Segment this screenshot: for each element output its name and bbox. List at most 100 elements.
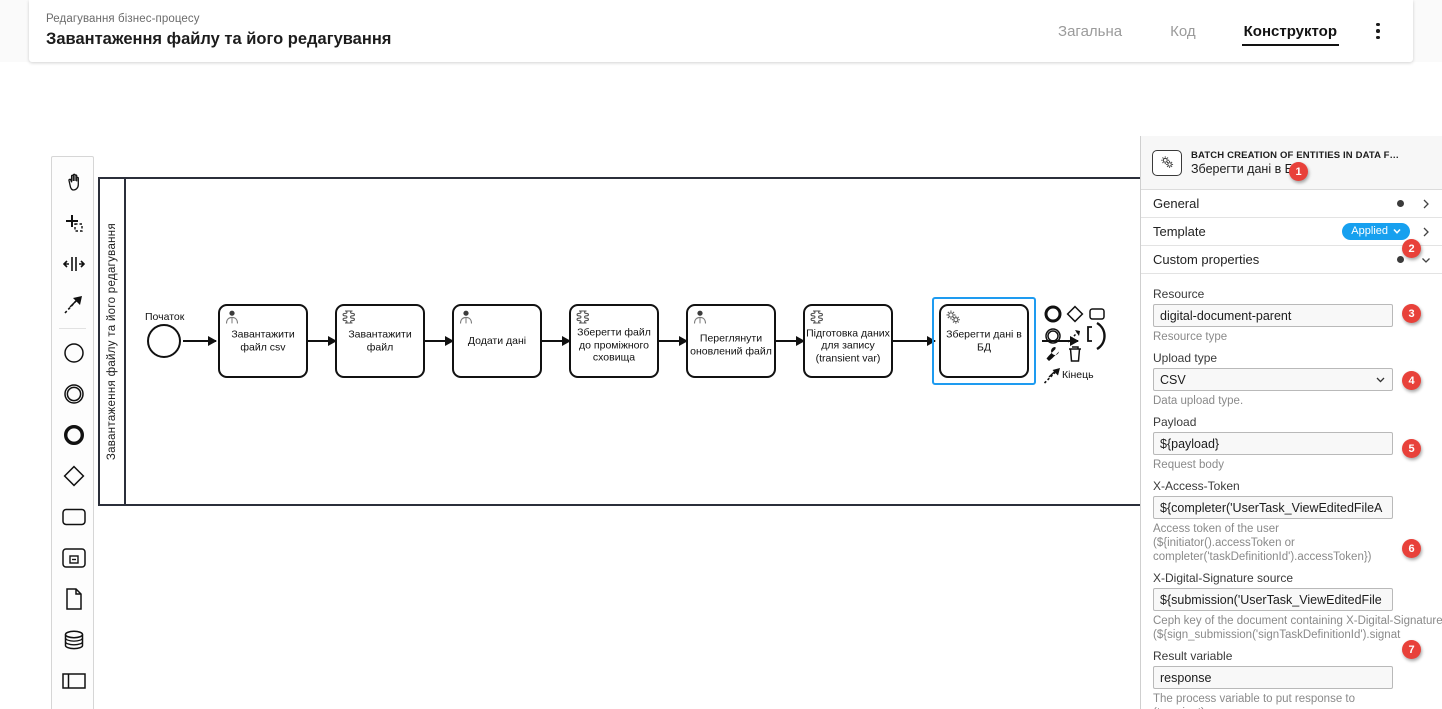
sequence-flow[interactable]	[776, 336, 805, 346]
replace-icon[interactable]	[1094, 321, 1110, 351]
task-zavantazhyty-fail[interactable]: Завантажити файл	[335, 304, 425, 378]
properties-panel[interactable]: BATCH CREATION OF ENTITIES IN DATA F… Зб…	[1140, 136, 1442, 709]
result-variable-input[interactable]: response	[1153, 666, 1393, 689]
global-connect-tool-icon[interactable]	[52, 284, 95, 325]
callout-3: 3	[1402, 304, 1421, 323]
bpmn-pool[interactable]: Завантаження файлу та його редагування П…	[98, 177, 1178, 506]
start-event[interactable]	[147, 324, 181, 358]
tab-constructor[interactable]: Конструктор	[1241, 17, 1339, 46]
append-task-icon[interactable]	[1086, 303, 1108, 325]
sequence-flow[interactable]	[1042, 336, 1079, 346]
delete-icon[interactable]	[1064, 343, 1086, 365]
task-label: Завантажити файл	[348, 328, 412, 354]
callout-6: 6	[1402, 539, 1421, 558]
task-dodaty-dani[interactable]: Додати дані	[452, 304, 542, 378]
group-general[interactable]: General	[1141, 190, 1442, 218]
hand-tool-icon[interactable]	[52, 161, 95, 202]
sequence-flow[interactable]	[425, 336, 454, 346]
participant-icon[interactable]	[52, 660, 95, 701]
wrench-icon[interactable]	[1042, 343, 1064, 365]
start-event-label: Початок	[145, 311, 185, 323]
append-gateway-icon[interactable]	[1064, 303, 1086, 325]
field-label-resource: Resource	[1153, 287, 1205, 301]
group-custom-properties[interactable]: Custom properties	[1141, 246, 1442, 274]
field-label-upload-type: Upload type	[1153, 351, 1218, 365]
task-label: Додати дані	[467, 334, 527, 347]
kebab-menu-icon[interactable]	[1365, 16, 1391, 46]
gateway-icon[interactable]	[52, 455, 95, 496]
task-zberehty-dani-v-bd[interactable]: Зберегти дані в БД	[939, 304, 1029, 378]
task-zberehty-fail-do-promizhnoho-skhovyshcha[interactable]: Зберегти файл до проміжного сховища	[569, 304, 659, 378]
task-perehlianuty-onovlenyi-fail[interactable]: Переглянути оновлений файл	[686, 304, 776, 378]
payload-input[interactable]: ${payload}	[1153, 432, 1393, 455]
start-event-icon[interactable]	[52, 332, 95, 373]
chevron-down-icon	[1376, 377, 1385, 383]
bpmn-palette[interactable]	[51, 156, 94, 709]
group-icon[interactable]	[52, 701, 95, 709]
top-bar: Редагування бізнес-процесу Завантаження …	[29, 0, 1413, 62]
chevron-right-icon[interactable]	[1420, 226, 1432, 238]
group-template[interactable]: Template Applied	[1141, 218, 1442, 246]
lasso-tool-icon[interactable]	[52, 202, 95, 243]
connect-icon[interactable]	[1064, 325, 1086, 347]
task-icon[interactable]	[52, 496, 95, 537]
group-custom-properties-label: Custom properties	[1153, 252, 1260, 267]
field-hint-result-variable: The process variable to put response to …	[1153, 693, 1356, 709]
data-store-icon[interactable]	[52, 619, 95, 660]
field-hint-x-digital-signature-source: Ceph key of the document containing X-Di…	[1153, 615, 1442, 641]
pool-label: Завантаження файлу та його редагування	[100, 179, 126, 504]
append-text-annotation-icon[interactable]	[1082, 323, 1104, 345]
x-digital-signature-source-input[interactable]: ${submission('UserTask_ViewEditedFile	[1153, 588, 1393, 611]
script-task-icon	[575, 309, 592, 326]
field-label-x-digital-signature-source: X-Digital-Signature source	[1153, 571, 1294, 585]
pool-label-text: Завантаження файлу та його редагування	[106, 222, 118, 461]
properties-header: BATCH CREATION OF ENTITIES IN DATA F… Зб…	[1141, 136, 1442, 190]
sequence-flow[interactable]	[893, 336, 936, 346]
chevron-right-icon[interactable]	[1420, 198, 1432, 210]
callout-7: 7	[1402, 640, 1421, 659]
resource-input[interactable]: digital-document-parent	[1153, 304, 1393, 327]
task-pidhotovka-danykh-dlia-zapysu[interactable]: Підготовка даних для запису (transient v…	[803, 304, 893, 378]
template-applied-badge[interactable]: Applied	[1342, 223, 1410, 240]
palette-divider	[59, 328, 86, 329]
custom-properties-fields: Resource digital-document-parent Resourc…	[1141, 274, 1442, 709]
user-task-icon	[458, 309, 475, 326]
x-access-token-input[interactable]: ${completer('UserTask_ViewEditedFileA	[1153, 496, 1393, 519]
breadcrumb: Редагування бізнес-процесу	[46, 13, 200, 25]
task-zavantazhyty-fail-csv[interactable]: Завантажити файл csv	[218, 304, 308, 378]
task-label: Завантажити файл csv	[231, 328, 295, 354]
upload-type-select[interactable]: CSV	[1153, 368, 1393, 391]
selection-outline	[932, 297, 1036, 385]
space-tool-icon[interactable]	[52, 243, 95, 284]
group-custom-properties-dot	[1397, 256, 1404, 263]
element-template-name: BATCH CREATION OF ENTITIES IN DATA F…	[1191, 149, 1400, 161]
task-label: Зберегти файл до проміжного сховища	[577, 326, 651, 364]
sequence-flow[interactable]	[183, 336, 217, 346]
context-pad[interactable]: Кінець	[1042, 303, 1108, 389]
subprocess-icon[interactable]	[52, 537, 95, 578]
callout-5: 5	[1402, 439, 1421, 458]
end-event-label: Кінець	[1062, 369, 1094, 381]
task-label: Переглянути оновлений файл	[690, 332, 772, 358]
global-connect-icon[interactable]	[1042, 365, 1064, 387]
field-hint-x-access-token: Access token of the user (${initiator().…	[1153, 523, 1372, 563]
group-general-dot	[1397, 200, 1404, 207]
data-object-icon[interactable]	[52, 578, 95, 619]
intermediate-event-icon[interactable]	[52, 373, 95, 414]
field-label-payload: Payload	[1153, 415, 1197, 429]
upload-type-value: CSV	[1160, 372, 1186, 387]
append-intermediate-event-icon[interactable]	[1042, 325, 1064, 347]
chevron-down-icon	[1393, 228, 1401, 234]
tab-general[interactable]: Загальна	[1058, 22, 1123, 40]
bpmn-canvas[interactable]: Завантаження файлу та його редагування П…	[0, 62, 1442, 709]
sequence-flow[interactable]	[659, 336, 688, 346]
tab-code[interactable]: Код	[1170, 22, 1196, 40]
field-hint-upload-type: Data upload type.	[1153, 395, 1244, 407]
end-event-icon[interactable]	[52, 414, 95, 455]
chevron-down-icon[interactable]	[1420, 254, 1432, 266]
append-end-event-icon[interactable]	[1042, 303, 1064, 325]
callout-4: 4	[1402, 371, 1421, 390]
sequence-flow[interactable]	[542, 336, 571, 346]
sequence-flow[interactable]	[308, 336, 337, 346]
callout-2: 2	[1402, 239, 1421, 258]
